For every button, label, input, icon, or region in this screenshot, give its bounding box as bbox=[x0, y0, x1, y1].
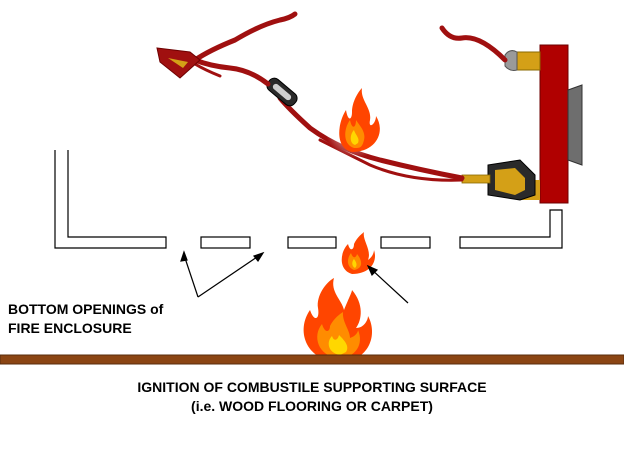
fire-enclosure bbox=[54, 150, 563, 249]
flame-icon bbox=[303, 278, 373, 362]
enclosure-bottom-segment bbox=[200, 236, 251, 249]
enclosure-bottom-segment bbox=[380, 236, 431, 249]
surface-caption: IGNITION OF COMBUSTILE SUPPORTING SURFAC… bbox=[0, 378, 624, 416]
arrow-icon bbox=[366, 264, 409, 304]
enclosure-bottom-segment bbox=[287, 236, 337, 249]
bottom-openings-line-1: BOTTOM OPENINGS of bbox=[8, 301, 164, 317]
arrow-icon bbox=[180, 250, 265, 298]
electrical-plug-icon bbox=[156, 47, 201, 79]
flame-icon bbox=[341, 232, 376, 274]
combustible-floor bbox=[0, 354, 624, 365]
enclosure-right-wall bbox=[459, 209, 563, 249]
electrical-plug-icon bbox=[461, 159, 536, 201]
bottom-openings-line-2: FIRE ENCLOSURE bbox=[8, 320, 132, 336]
bottom-openings-label: BOTTOM OPENINGS of FIRE ENCLOSURE bbox=[8, 300, 163, 338]
power-cord bbox=[439, 25, 508, 63]
power-cord bbox=[192, 11, 298, 63]
surface-caption-line-1: IGNITION OF COMBUSTILE SUPPORTING SURFAC… bbox=[137, 379, 487, 395]
enclosure-left-wall bbox=[54, 150, 167, 249]
fuse-holder-icon bbox=[266, 77, 298, 107]
electrical-plug-icon bbox=[504, 50, 541, 71]
power-cord bbox=[193, 62, 222, 78]
flame-icon bbox=[339, 88, 380, 152]
power-cord bbox=[192, 57, 271, 87]
surface-caption-line-2: (i.e. WOOD FLOORING OR CARPET) bbox=[191, 398, 433, 414]
